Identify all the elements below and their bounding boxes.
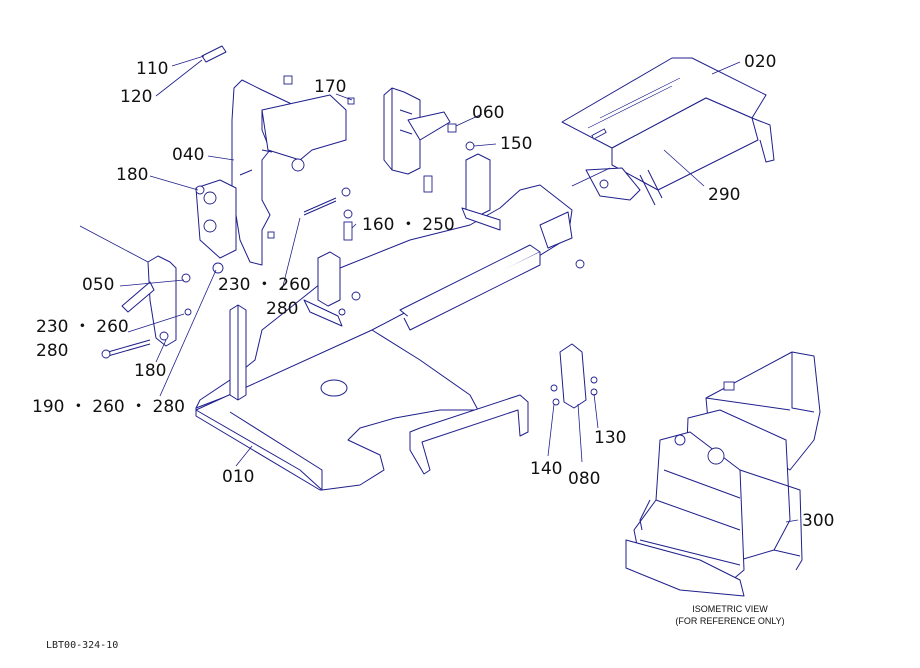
callout-170: 170 (314, 77, 346, 97)
drawing-number: LBT00-324-10 (46, 640, 118, 651)
callout-280-left: 280 (36, 341, 68, 361)
callout-130: 130 (594, 428, 626, 448)
leader-lines (79, 55, 799, 523)
part-050-small-bracket[interactable] (121, 255, 177, 347)
callout-060: 060 (472, 103, 504, 123)
isometric-caption-line2: (FOR REFERENCE ONLY) (675, 616, 784, 626)
part-020-cover-plate[interactable] (561, 57, 775, 206)
part-010-floor-plate[interactable] (195, 153, 585, 491)
callout-160-250: 160 ・ 250 (362, 215, 455, 235)
callout-040: 040 (172, 145, 204, 165)
callout-010: 010 (222, 467, 254, 487)
callout-180-upper: 180 (116, 165, 148, 185)
part-060-center-bracket[interactable] (383, 87, 451, 175)
part-300-isometric-reference[interactable] (625, 351, 821, 597)
callout-150: 150 (500, 134, 532, 154)
callout-300: 300 (802, 511, 834, 531)
callout-020: 020 (744, 52, 776, 72)
callout-190-260-280: 190 ・ 260 ・ 280 (32, 397, 185, 417)
callout-180-lower: 180 (134, 361, 166, 381)
callout-080: 080 (568, 469, 600, 489)
callout-110: 110 (136, 59, 168, 79)
callout-140: 140 (530, 459, 562, 479)
part-080-rear-plate[interactable] (559, 343, 587, 409)
callout-050: 050 (82, 275, 114, 295)
callout-280-center: 280 (266, 299, 298, 319)
callout-290: 290 (708, 185, 740, 205)
callout-120: 120 (120, 87, 152, 107)
callout-230-260-left: 230 ・ 260 (36, 317, 129, 337)
callout-230-260-center: 230 ・ 260 (218, 275, 311, 295)
part-040-side-plate[interactable] (195, 79, 347, 266)
callout-labels: 110 120 170 060 150 020 040 180 160 ・ 25… (32, 52, 834, 531)
isometric-caption-line1: ISOMETRIC VIEW (692, 604, 768, 614)
hardware-fasteners (101, 45, 598, 406)
